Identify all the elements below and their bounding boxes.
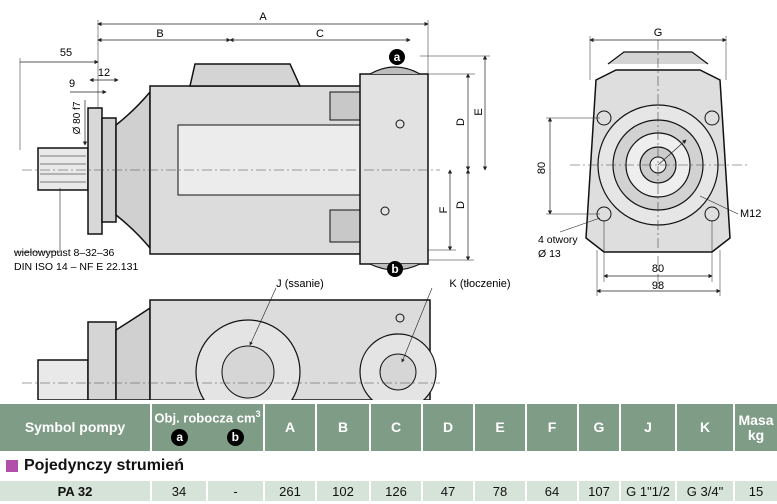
header-mass-unit: kg [747, 426, 765, 443]
dim-F: F [438, 206, 450, 213]
port-K-label: K (tłoczenie) [449, 278, 510, 290]
technical-drawing: A B C 55 12 9 Ø 80 f7 E D F D a b wielow… [13, 11, 761, 400]
header-displacement-label: Obj. robocza cm [154, 410, 256, 426]
dim-G: G [654, 27, 663, 39]
dim-80-vertical: 80 [536, 162, 548, 174]
cell-mass: 15 [735, 481, 777, 501]
dim-12: 12 [98, 67, 110, 79]
dim-D-bottom: D [455, 201, 467, 209]
header-col-J: J [621, 404, 677, 451]
dim-E: E [473, 108, 485, 115]
spline-note-2: DIN ISO 14 – NF E 22.131 [14, 261, 138, 273]
cell-K: G 3/4" [677, 481, 735, 501]
dim-M12: M12 [740, 208, 761, 220]
header-port-b: b [226, 428, 244, 446]
holes-note-1: 4 otwory [538, 234, 578, 246]
dim-C: C [316, 28, 324, 40]
header-mass: Masa kg [735, 404, 777, 451]
cell-A: 261 [265, 481, 317, 501]
dim-80-horizontal: 80 [652, 263, 664, 275]
header-col-D: D [423, 404, 475, 451]
cell-B: 102 [317, 481, 371, 501]
header-mass-label: Masa [738, 411, 774, 428]
port-b-marker [387, 261, 403, 277]
cell-G: 107 [579, 481, 621, 501]
cell-D: 47 [423, 481, 475, 501]
header-col-A: A [265, 404, 317, 451]
dim-9: 9 [69, 78, 75, 90]
port-a-marker [389, 49, 405, 65]
header-displacement: Obj. robocza cm3 a b [152, 404, 265, 451]
header-col-C: C [371, 404, 423, 451]
dimension-lines [19, 20, 490, 261]
port-b-label: b [391, 262, 398, 276]
dim-98: 98 [652, 280, 664, 292]
cell-J: G 1"1/2 [621, 481, 677, 501]
section-marker [6, 460, 18, 472]
port-a-label: a [394, 50, 401, 64]
header-col-E: E [475, 404, 527, 451]
section-title: Pojedynczy strumień [6, 455, 184, 477]
cell-C: 126 [371, 481, 423, 501]
cell-displacement-b: - [208, 481, 265, 501]
header-col-G: G [579, 404, 621, 451]
header-col-K: K [677, 404, 735, 451]
header-symbol: Symbol pompy [0, 404, 152, 451]
dim-A: A [259, 11, 267, 23]
dim-D-top: D [455, 118, 467, 126]
dim-B: B [156, 28, 163, 40]
holes-note-2: Ø 13 [538, 248, 561, 260]
dim-80f7: Ø 80 f7 [72, 101, 83, 134]
cell-F: 64 [527, 481, 579, 501]
dim-55: 55 [60, 47, 72, 59]
header-col-B: B [317, 404, 371, 451]
pump-bottom-view [37, 299, 437, 400]
header-displacement-sup: 3 [255, 409, 261, 420]
port-J-label: J (ssanie) [276, 278, 324, 290]
cell-symbol: PA 32 [0, 481, 152, 501]
spline-note-1: wielowypust 8–32–36 [13, 247, 115, 259]
header-col-F: F [527, 404, 579, 451]
pump-side-view [37, 63, 429, 271]
header-port-a: a [171, 428, 189, 446]
table-header: Symbol pompy Obj. robocza cm3 a b A B C … [0, 404, 777, 451]
cell-E: 78 [475, 481, 527, 501]
cell-displacement-a: 34 [152, 481, 208, 501]
section-label: Pojedynczy strumień [24, 457, 185, 474]
table-row: PA 32 34 - 261 102 126 47 78 64 107 G 1"… [0, 481, 777, 501]
